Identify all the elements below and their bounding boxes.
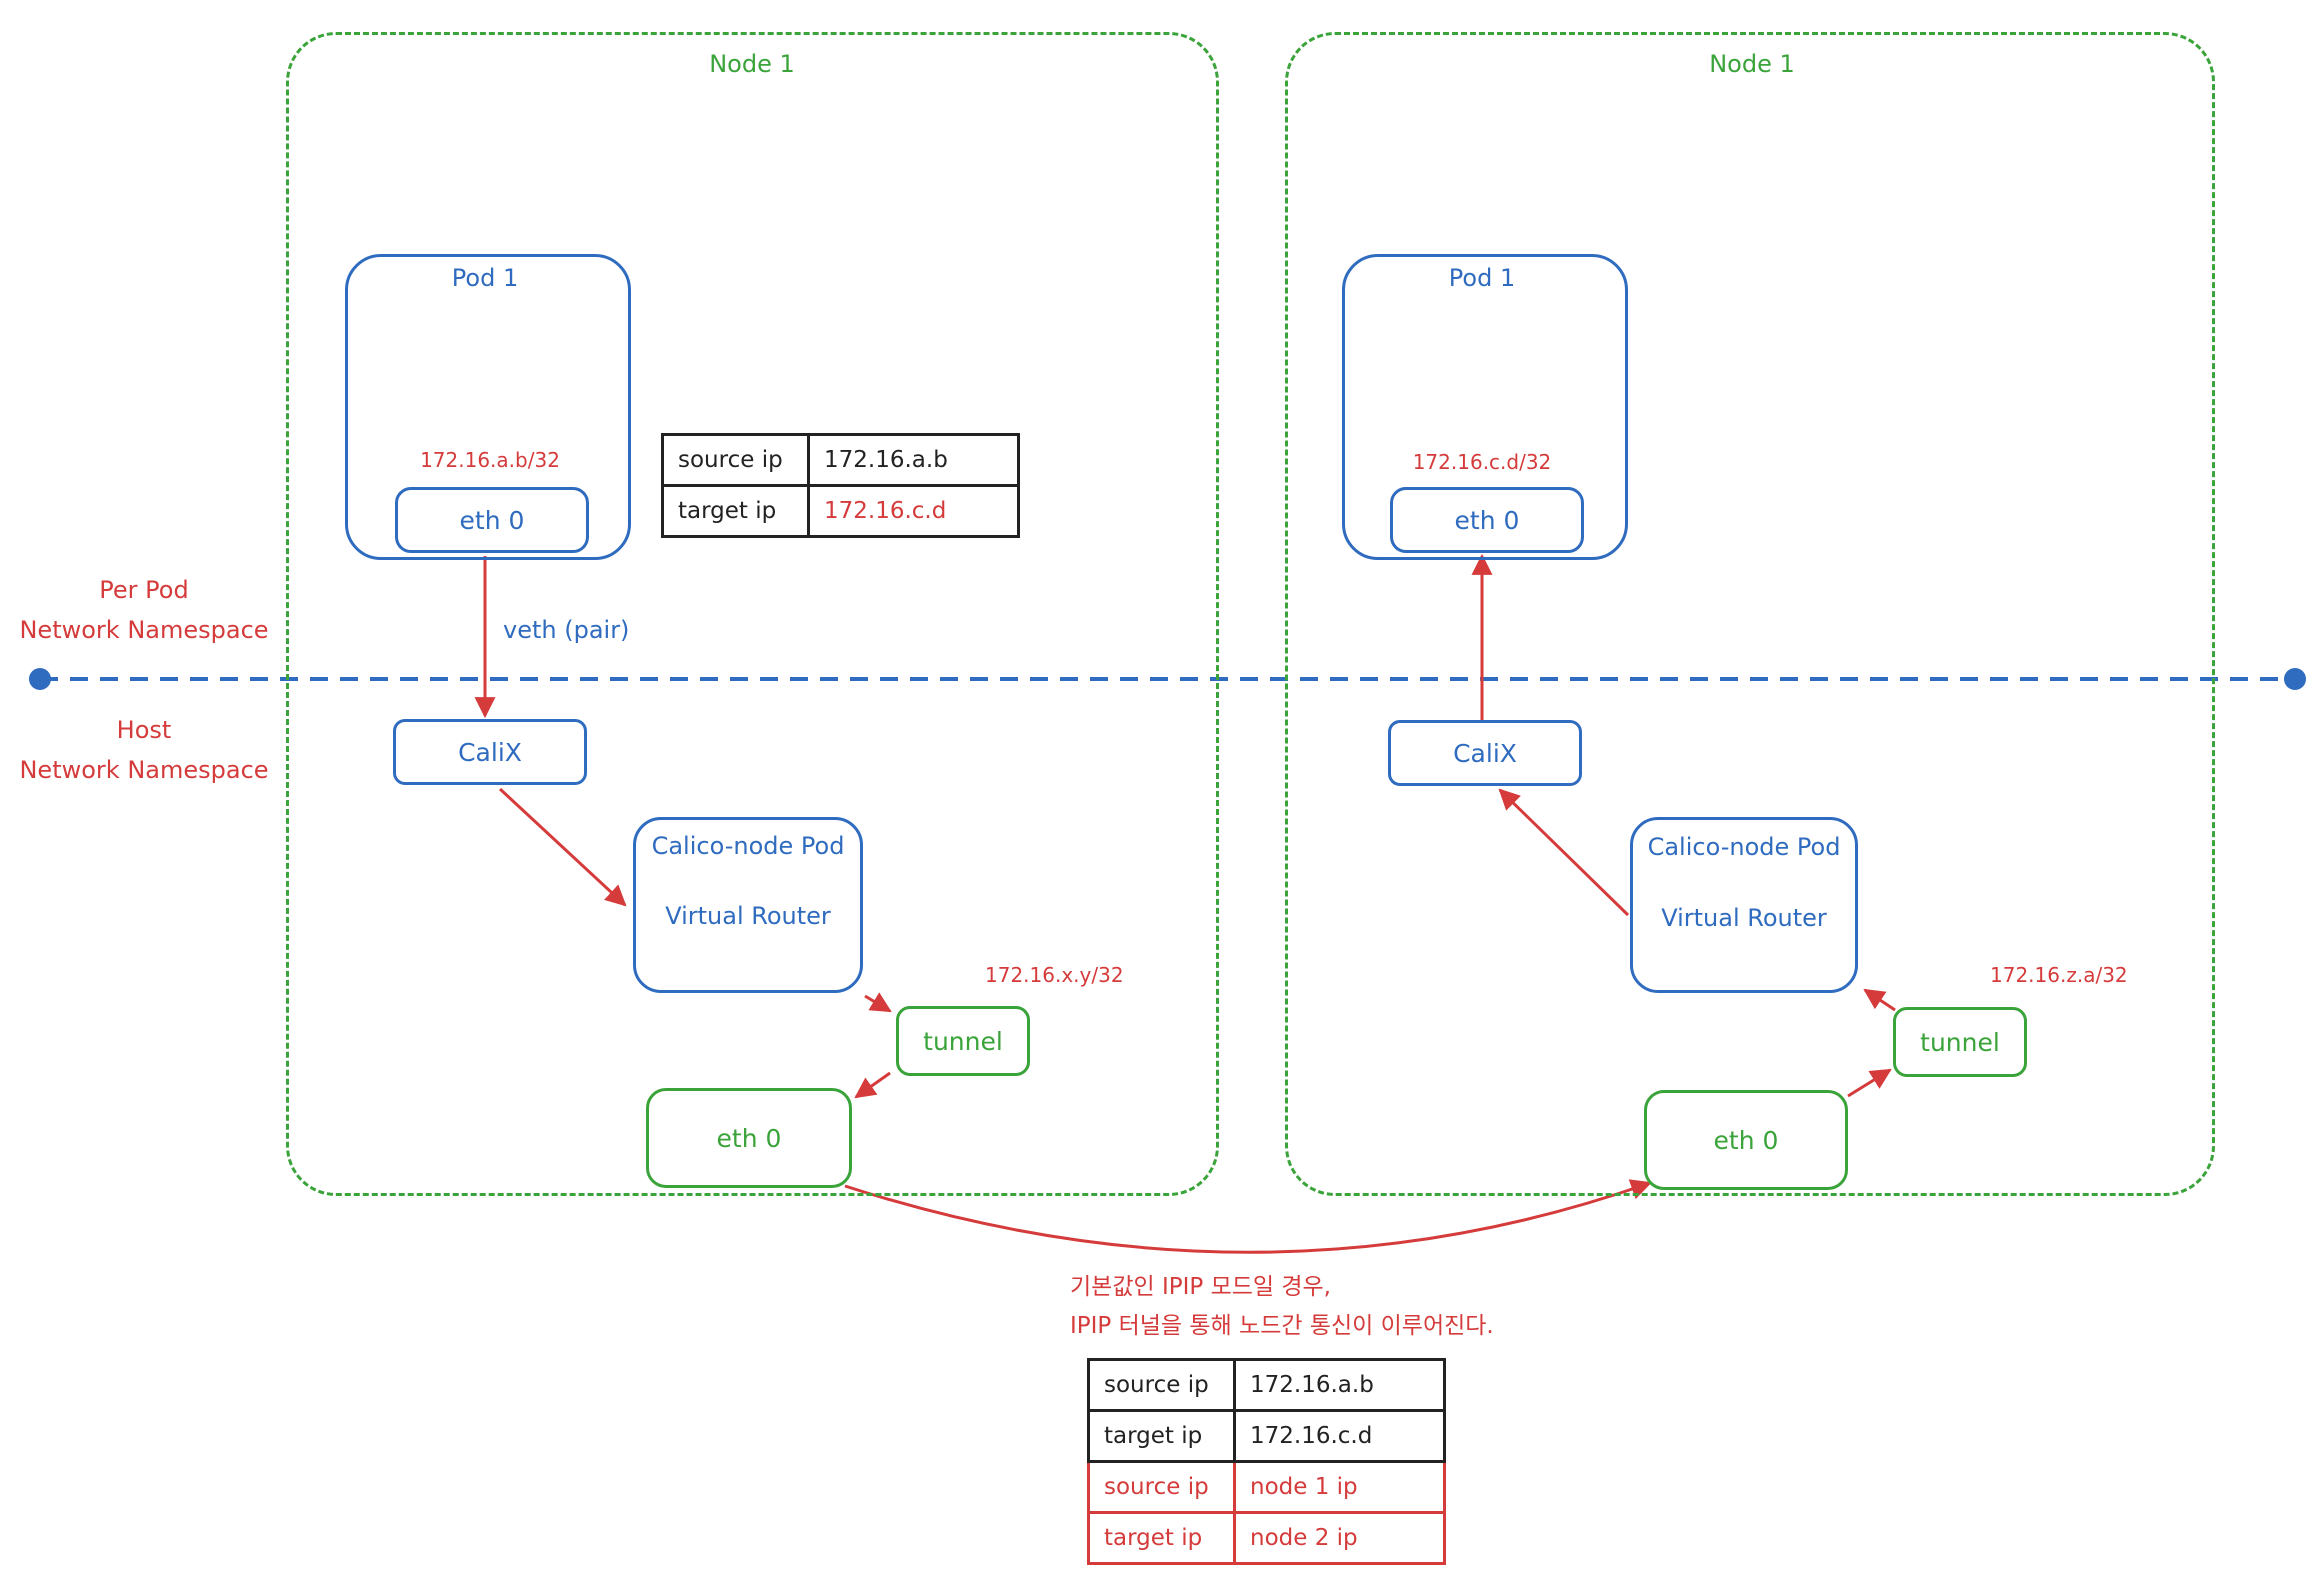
pod-packet-target-value: 172.16.c.d	[807, 484, 1020, 538]
encap-row-outer-source: source ip node 1 ip	[1087, 1460, 1446, 1514]
encap-inner-source-value: 172.16.a.b	[1233, 1358, 1446, 1412]
node-2-host-eth0: eth 0	[1644, 1090, 1848, 1190]
arrow-router-to-calix	[1498, 788, 1630, 917]
node-container-1	[286, 32, 1219, 1196]
arrow-tunnel-to-host-eth	[854, 1071, 891, 1099]
node-1-pod-ip: 172.16.a.b/32	[420, 448, 560, 472]
arrow-router-to-tunnel	[864, 992, 892, 1013]
pod-packet-target-key: target ip	[661, 484, 810, 538]
node-2-pod	[1342, 254, 1628, 560]
encapsulated-packet-table: source ip 172.16.a.b target ip 172.16.c.…	[1087, 1358, 1446, 1565]
node-1-veth-label: veth (pair)	[503, 616, 630, 644]
pod-packet-row-source: source ip 172.16.a.b	[661, 433, 1020, 487]
node-1-router-subtitle: Virtual Router	[665, 902, 831, 930]
namespace-line-right-end	[2284, 668, 2306, 690]
encap-inner-source-key: source ip	[1087, 1358, 1236, 1412]
encap-inner-target-key: target ip	[1087, 1409, 1236, 1463]
node-2-tunnel: tunnel	[1893, 1007, 2027, 1077]
node-container-2	[1285, 32, 2215, 1196]
node-1-calix: CaliX	[393, 719, 587, 785]
host-namespace-label-line2: Network Namespace	[19, 756, 269, 784]
node-1-pod-title: Pod 1	[451, 264, 519, 292]
node-1-tunnel: tunnel	[896, 1006, 1030, 1076]
arrow-tunnel-to-router	[1863, 988, 1896, 1012]
arrow-host-eth-to-tunnel	[1847, 1068, 1892, 1098]
node-2-pod-ip: 172.16.c.d/32	[1412, 450, 1552, 474]
node-1-pod-eth0: eth 0	[395, 487, 589, 553]
node-1-router-title: Calico-node Pod	[651, 832, 845, 860]
encap-outer-source-key: source ip	[1087, 1460, 1236, 1514]
node-2-pod-eth0: eth 0	[1390, 487, 1584, 553]
node-1-tunnel-ip: 172.16.x.y/32	[985, 963, 1124, 987]
encap-row-outer-target: target ip node 2 ip	[1087, 1511, 1446, 1565]
namespace-line-left-end	[29, 668, 51, 690]
encap-row-inner-target: target ip 172.16.c.d	[1087, 1409, 1446, 1463]
encap-outer-target-key: target ip	[1087, 1511, 1236, 1565]
pod-packet-source-key: source ip	[661, 433, 810, 487]
node-2-router-subtitle: Virtual Router	[1661, 904, 1827, 932]
host-namespace-label-line1: Host	[116, 716, 172, 744]
ipip-note-line1: 기본값인 IPIP 모드일 경우,	[1070, 1274, 1331, 1300]
pod-packet-row-target: target ip 172.16.c.d	[661, 484, 1020, 538]
node-2-tunnel-ip: 172.16.z.a/32	[1990, 963, 2128, 987]
encap-outer-target-value: node 2 ip	[1233, 1511, 1446, 1565]
node-1-calico-node-pod	[633, 817, 863, 993]
pod-namespace-label-line1: Per Pod	[99, 576, 189, 604]
node-1-host-eth0: eth 0	[646, 1088, 852, 1188]
encap-outer-source-value: node 1 ip	[1233, 1460, 1446, 1514]
node-2-pod-title: Pod 1	[1448, 264, 1516, 292]
encap-row-inner-source: source ip 172.16.a.b	[1087, 1358, 1446, 1412]
arrow-node1-to-node2	[844, 1179, 1652, 1254]
node-1-pod	[345, 254, 631, 560]
node-2-router-title: Calico-node Pod	[1647, 833, 1841, 861]
node-1-title: Node 1	[709, 50, 795, 78]
node-2-calix: CaliX	[1388, 720, 1582, 786]
arrow-calix-to-router	[498, 787, 627, 907]
node-2-calico-node-pod	[1630, 817, 1858, 993]
pod-packet-table: source ip 172.16.a.b target ip 172.16.c.…	[661, 433, 1020, 538]
encap-inner-target-value: 172.16.c.d	[1233, 1409, 1446, 1463]
node-2-title: Node 1	[1709, 50, 1795, 78]
pod-namespace-label-line2: Network Namespace	[19, 616, 269, 644]
ipip-note-line2: IPIP 터널을 통해 노드간 통신이 이루어진다.	[1070, 1313, 1494, 1339]
pod-packet-source-value: 172.16.a.b	[807, 433, 1020, 487]
